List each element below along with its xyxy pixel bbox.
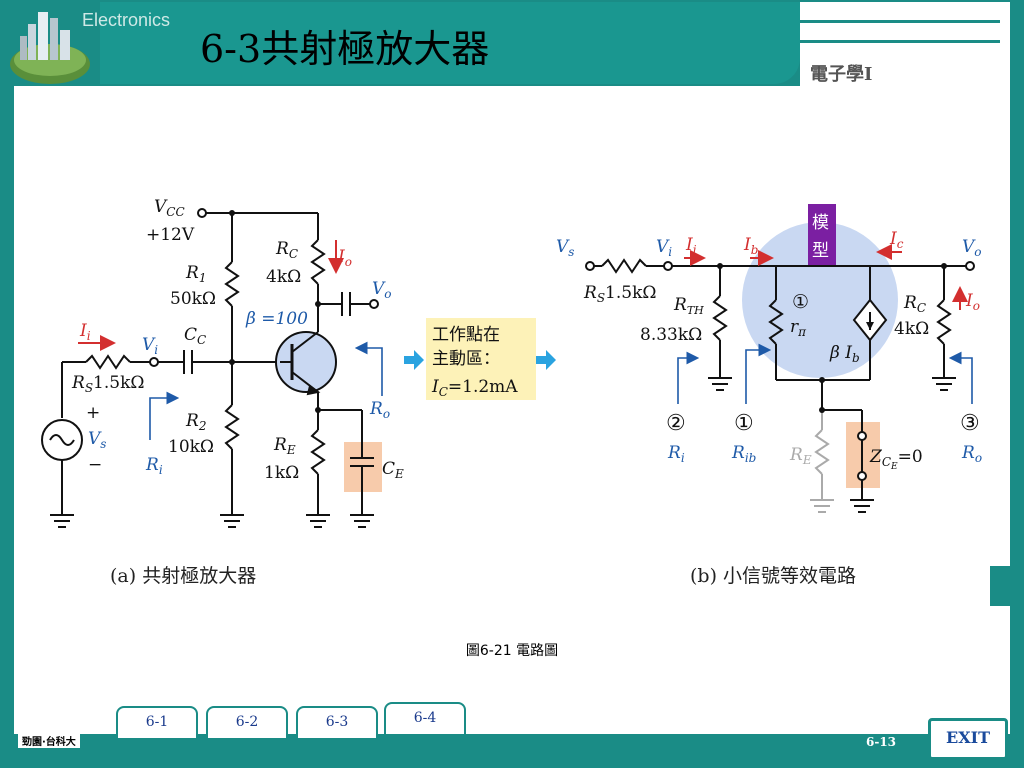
svg-text:IC=1.2mA: IC=1.2mA [431,377,518,399]
rc-resistor-b [936,299,952,345]
tab-6-4[interactable]: 6-4 [384,702,466,734]
svg-text:R2: R2 [185,411,206,433]
rs-resistor [85,354,131,370]
svg-text:②: ② [666,411,686,436]
svg-text:R1: R1 [185,263,206,285]
arrow-right-icon [404,350,424,370]
svg-text:Rib: Rib [731,443,756,465]
svg-text:Ro: Ro [961,443,982,465]
rpi-resistor [768,299,784,345]
svg-text:Ii: Ii [685,235,697,257]
svg-text:RE: RE [273,435,296,457]
svg-text:③: ③ [960,411,980,436]
header-right-area [800,2,1010,86]
svg-text:Ri: Ri [667,443,685,465]
svg-text:+: + [86,403,100,423]
operating-point-note [426,318,536,400]
brand-label: Electronics [82,10,171,30]
page-number: 6-13 [866,735,897,749]
model-label-box [808,204,836,266]
svg-text:RC: RC [275,239,298,261]
svg-text:Io: Io [965,291,980,313]
beta-label: β =100 [245,309,308,329]
svg-text:50kΩ: 50kΩ [170,289,216,309]
svg-text:CC: CC [184,325,206,347]
publisher-logo: 勁園·台科大 [18,733,80,748]
svg-text:10kΩ: 10kΩ [168,437,214,457]
ground-icons-a [50,492,374,528]
svg-text:ZCE=0: ZCE=0 [869,447,923,472]
tab-6-2[interactable]: 6-2 [206,706,288,738]
corner-decoration [990,566,1010,606]
svg-text:CE: CE [382,459,404,481]
svg-text:4kΩ: 4kΩ [894,319,929,339]
svg-text:主動區：: 主動區： [432,349,500,369]
svg-text:1kΩ: 1kΩ [264,463,299,483]
svg-text:Ri: Ri [145,455,163,477]
ground-icons-b [708,377,956,513]
header-bar [100,2,800,84]
tab-6-1[interactable]: 6-1 [116,706,198,738]
svg-text:RC: RC [903,293,926,315]
svg-text:①: ① [734,411,754,436]
svg-text:RTH: RTH [673,295,704,317]
tab-6-3[interactable]: 6-3 [296,706,378,738]
svg-text:Vo: Vo [372,279,392,301]
svg-text:Ii: Ii [79,321,91,343]
re-resistor-b [814,429,830,475]
caption-a: (a) 共射極放大器 [110,565,256,587]
exit-button[interactable]: EXIT [928,718,1008,760]
svg-text:Ib: Ib [743,235,758,257]
re-resistor [310,429,326,475]
svg-text:−: − [88,455,102,475]
city-logo-icon [10,12,90,84]
svg-text:8.33kΩ: 8.33kΩ [640,325,702,345]
rs-resistor-b [601,258,647,274]
svg-text:Vo: Vo [962,237,982,259]
svg-text:RE: RE [789,445,812,467]
svg-text:Vs: Vs [556,237,574,259]
svg-text:型: 型 [812,241,829,261]
svg-text:β Ib: β Ib [829,343,860,365]
svg-text:Io: Io [337,247,352,269]
svg-text:模: 模 [812,213,829,233]
svg-text:Ic: Ic [889,229,904,251]
svg-text:4kΩ: 4kΩ [266,267,301,287]
circuit-b [585,258,975,411]
svg-text:RS1.5kΩ: RS1.5kΩ [583,283,656,305]
vcc-value: +12V [146,225,195,245]
page-title: 6-3共射極放大器 [200,27,490,71]
svg-text:Vs: Vs [88,429,106,451]
svg-text:Vi: Vi [656,237,672,259]
svg-text:①: ① [792,291,809,313]
model-circle [742,222,898,378]
arrow-right-icon [536,350,556,370]
svg-text:工作點在: 工作點在 [432,325,500,345]
footer-bar [14,734,1010,752]
svg-text:VCC: VCC [154,197,185,219]
svg-text:Ro: Ro [369,399,390,421]
caption-b: (b) 小信號等效電路 [690,565,856,587]
r1-resistor [224,261,240,307]
r2-resistor [224,404,240,450]
rc-resistor [310,239,326,285]
subject-label: 電子學I [810,64,873,85]
rth-resistor [712,295,728,341]
svg-text:RS1.5kΩ: RS1.5kΩ [71,373,144,395]
svg-text:rπ: rπ [790,317,807,339]
figure-caption: 圖6-21 電路圖 [465,643,559,659]
svg-text:Vi: Vi [142,335,158,357]
